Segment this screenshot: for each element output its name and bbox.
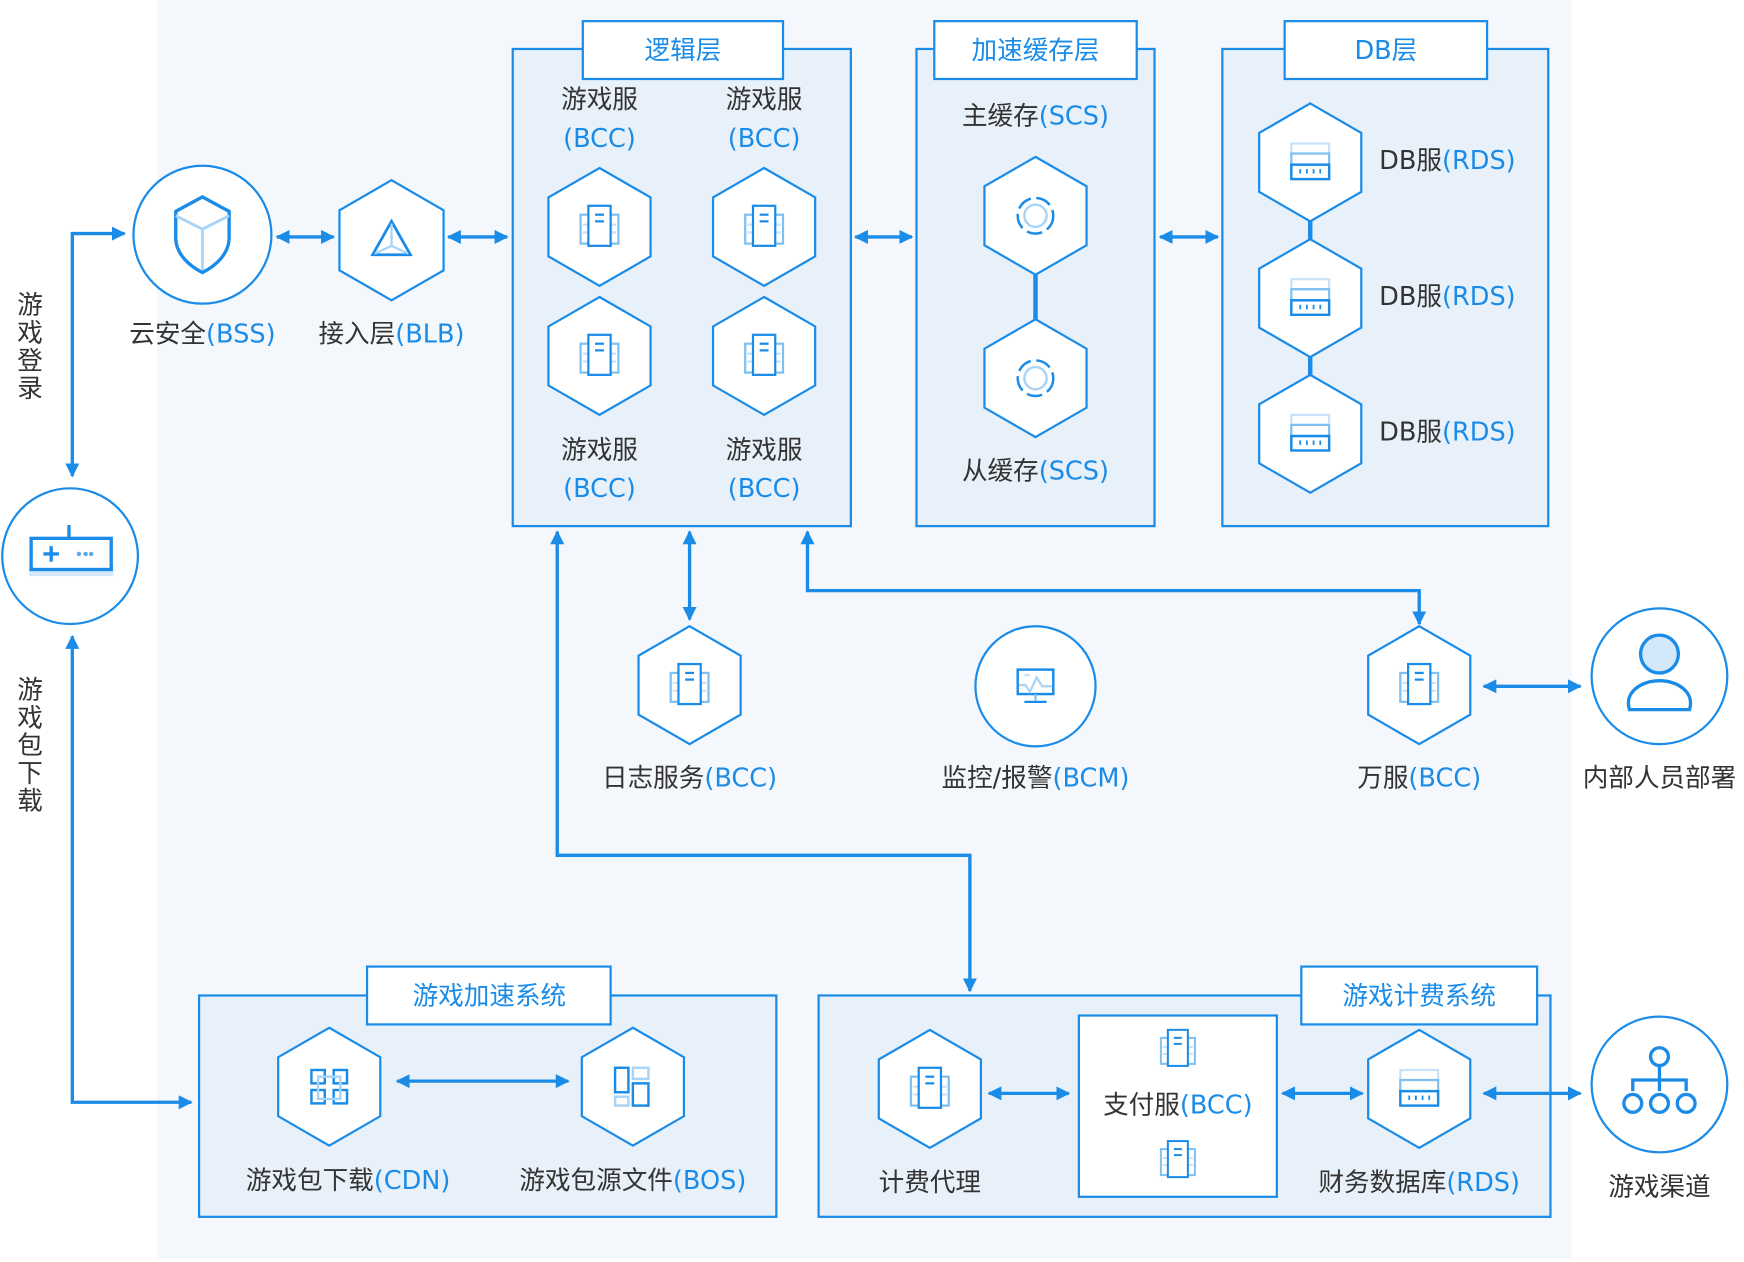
game-server-1-node[interactable] [547, 166, 652, 288]
log-service-label: 日志服务(BCC) [602, 763, 777, 793]
game-server-2-node[interactable] [711, 166, 817, 288]
svg-text:游: 游 [17, 291, 43, 321]
logic-layer-title: 逻辑层 [645, 36, 722, 66]
hexagon-shape [1367, 1028, 1472, 1150]
internal-staff-label: 内部人员部署 [1583, 763, 1736, 793]
billing-system-title: 游戏计费系统 [1342, 981, 1495, 1011]
svg-text:包: 包 [17, 731, 43, 761]
game-server-2-product: (BCC) [728, 124, 801, 154]
svg-text:录: 录 [17, 374, 43, 404]
game-server-3-product: (BCC) [563, 474, 636, 504]
svg-text:载: 载 [17, 787, 43, 817]
cdn-label: 游戏包下载(CDN) [246, 1166, 451, 1196]
hexagon-shape [1258, 237, 1363, 359]
game-server-1-label: 游戏服 [561, 85, 638, 115]
monitor-label: 监控/报警(BCM) [942, 763, 1130, 793]
db-layer-title: DB层 [1354, 36, 1417, 66]
connectors [65, 226, 1582, 1110]
game-server-3-node[interactable] [547, 295, 652, 417]
finance-db-label: 财务数据库(RDS) [1318, 1168, 1520, 1198]
slave-cache-label: 从缓存(SCS) [962, 456, 1109, 486]
db-server-1-node[interactable] [1258, 102, 1363, 223]
db-server-1-label: DB服(RDS) [1379, 146, 1515, 176]
master-cache-label: 主缓存(SCS) [962, 102, 1109, 132]
game-server-1-product: (BCC) [563, 124, 636, 154]
finance-db-node[interactable] [1367, 1028, 1472, 1150]
svg-text:登: 登 [17, 346, 43, 376]
db-server-2-label: DB服(RDS) [1379, 282, 1515, 312]
shield-icon [174, 194, 231, 275]
svg-text:戏: 戏 [17, 703, 43, 733]
cloud-security-node[interactable] [132, 164, 273, 305]
cache-layer-title: 加速缓存层 [972, 36, 1100, 66]
game-server-4-label: 游戏服 [726, 435, 803, 465]
load-balancer-icon [370, 218, 413, 257]
db-server-2-node[interactable] [1258, 237, 1363, 359]
game-server-2-label: 游戏服 [726, 85, 803, 115]
db-server-3-node[interactable] [1258, 373, 1363, 495]
log-service-node[interactable] [637, 624, 742, 746]
cdn-grid-icon [310, 1068, 349, 1105]
game-server-3-label: 游戏服 [561, 435, 638, 465]
acceleration-system-title: 游戏加速系统 [413, 981, 566, 1011]
slave-cache-node[interactable] [983, 317, 1088, 439]
connector-logic-billing [550, 530, 977, 993]
bos-node[interactable] [580, 1026, 686, 1147]
internal-staff-node[interactable] [1590, 607, 1729, 746]
monitor-icon [1016, 668, 1055, 703]
cache-layer-panel: 加速缓存层 [915, 20, 1156, 528]
svg-text:戏: 戏 [17, 318, 43, 348]
game-server-4-node[interactable] [711, 295, 817, 417]
master-cache-node[interactable] [983, 155, 1088, 277]
connector-client-cdn [65, 634, 193, 1110]
monitor-node[interactable] [974, 625, 1097, 748]
hexagon-shape [983, 155, 1088, 277]
db-server-3-label: DB服(RDS) [1379, 417, 1515, 447]
game-client-node[interactable] [1, 487, 140, 626]
hexagon-shape [1258, 373, 1363, 495]
gm-server-node[interactable] [1367, 624, 1472, 746]
cache-layer-title-box [933, 20, 1138, 81]
hexagon-shape [277, 1026, 382, 1147]
gamepad-icon [28, 525, 114, 577]
db-layer-title-box [1283, 20, 1489, 81]
storage-icon [613, 1066, 650, 1107]
game-server-4-product: (BCC) [728, 474, 801, 504]
billing-proxy-node[interactable] [877, 1028, 983, 1150]
bos-label: 游戏包源文件(BOS) [519, 1166, 746, 1196]
access-layer-label: 接入层(BLB) [318, 320, 464, 350]
gm-server-label: 万服(BCC) [1357, 763, 1481, 793]
org-tree-icon [1622, 1046, 1697, 1114]
svg-text:游: 游 [17, 676, 43, 706]
payment-server-label: 支付服(BCC) [1103, 1090, 1253, 1120]
hexagon-shape [983, 317, 1088, 439]
hexagon-shape [1258, 102, 1363, 223]
billing-proxy-label: 计费代理 [879, 1168, 981, 1198]
cdn-node[interactable] [277, 1026, 382, 1147]
user-icon [1626, 633, 1693, 712]
access-node[interactable] [338, 178, 445, 302]
channel-label: 游戏渠道 [1608, 1173, 1710, 1203]
connector-client-security [65, 226, 126, 478]
logic-layer-title-box [581, 20, 785, 81]
side-label-login: 游 戏 登 录 [17, 291, 43, 404]
channel-node[interactable] [1590, 1015, 1729, 1154]
logic-layer-panel: 逻辑层 [511, 20, 852, 528]
svg-text:下: 下 [17, 759, 43, 789]
billing-title-box [1300, 965, 1539, 1026]
cloud-security-label: 云安全(BSS) [129, 320, 275, 350]
side-label-download: 游 戏 包 下 载 [17, 676, 43, 817]
